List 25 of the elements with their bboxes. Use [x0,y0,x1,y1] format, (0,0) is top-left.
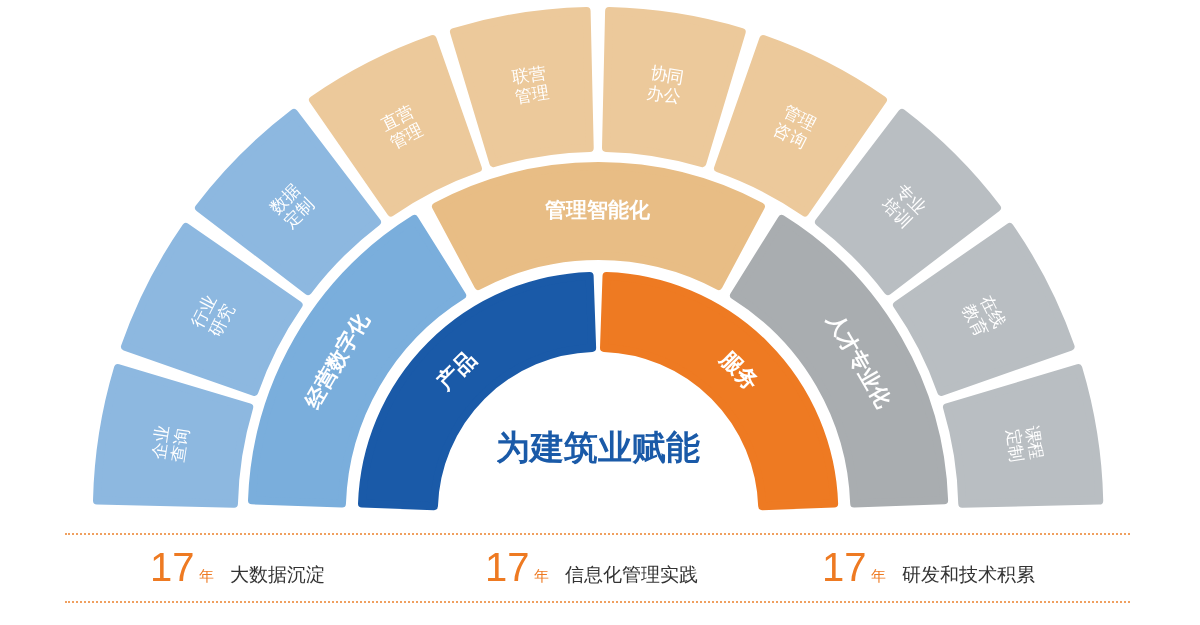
segment-label: 管理智能化 [544,198,652,224]
segment-label: 在线教育 [956,290,1010,342]
segment-label: 行业研究 [185,290,240,342]
segment-label: 服务 [714,344,766,397]
stat-number: 17 [485,545,530,590]
segment-label: 人才专业化 [821,308,897,415]
segment-label: 专业培训 [876,178,932,234]
center-heading: 为建筑业赋能 [495,426,701,469]
stat-text: 研发和技术积累 [901,562,1035,587]
segment-label: 数据定制 [264,178,320,234]
segment-label: 联营管理 [509,61,552,108]
segment-label: 协同办公 [644,61,687,108]
segment-label: 课程定制 [1002,423,1049,466]
stat-number: 17 [150,545,195,590]
segment-label: 管理咨询 [769,99,820,154]
segment-label: 直营管理 [376,99,427,154]
stat-text: 大数据沉淀 [229,562,325,587]
stat-text: 信息化管理实践 [564,562,698,587]
segment-label: 经营数字化 [299,308,375,415]
unit-text: 年 [533,567,549,586]
segment-label: 企业查询 [147,423,194,466]
segment-label: 产品 [430,344,482,397]
unit-text: 年 [198,567,214,586]
unit-text: 年 [870,567,886,586]
stat-number: 17 [822,545,867,590]
